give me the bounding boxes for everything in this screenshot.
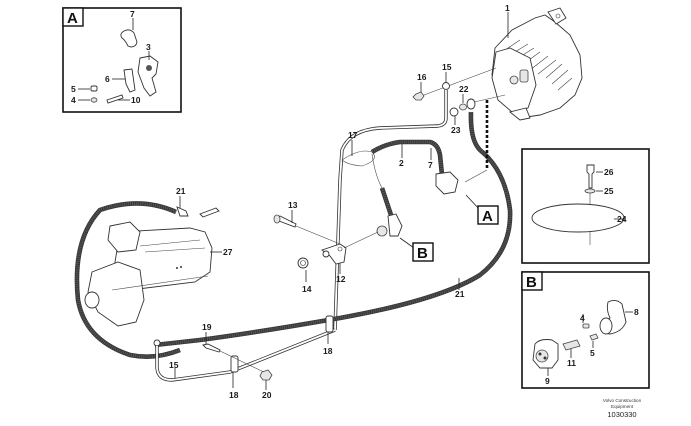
detail-b-panel: B 8 4 5 11 9 [521,271,650,389]
credit-company: Volvo Construction [603,398,642,403]
harness-cable-b [380,187,394,219]
braided-cable-21-starter [75,201,181,359]
callout-22: 22 [459,84,469,94]
callout-21-upper: 21 [176,186,186,196]
callout-13: 13 [288,200,298,210]
clamp-18-left [230,355,239,373]
callout-15-top: 15 [442,62,452,72]
cable-15-lower [156,329,336,381]
detail-b-frame [521,271,650,389]
callout-17: 17 [348,130,358,140]
sleeve-11 [562,339,581,351]
detail-plate-panel: 26 25 24 [521,148,650,264]
harness-cable-2 [371,140,444,176]
cable-tie-17 [341,150,375,167]
callout-23: 23 [451,125,461,135]
ref-box-a-label: A [482,208,493,225]
starter-solenoid [107,221,141,253]
elbow-boot-part [120,29,138,48]
washer-25 [584,188,596,194]
bolt-21 [199,207,220,218]
callout-20: 20 [262,390,272,400]
callout-4-b: 4 [580,313,585,323]
callout-18-left: 18 [229,390,239,400]
assembly-line [469,94,506,104]
starter-motor: 27 [84,221,233,327]
clamp-18-right [325,315,334,333]
callout-25: 25 [604,186,614,196]
detail-a-panel: A 7 3 6 5 4 10 [62,7,182,113]
nut-20 [259,369,273,381]
terminal-socket [376,225,388,237]
callout-10: 10 [131,95,141,105]
ring-terminal-15-lower [153,339,161,347]
callout-19: 19 [202,322,212,332]
callout-1: 1 [505,3,510,13]
callout-8: 8 [634,307,639,317]
alternator: 1 [491,3,583,121]
cover-plate-24 [531,203,625,233]
callout-5-b: 5 [590,348,595,358]
cap-23 [449,107,459,117]
callout-6: 6 [105,74,110,84]
callout-21-lower: 21 [455,289,465,299]
callout-11: 11 [567,358,576,368]
callout-26: 26 [604,167,614,177]
nut-part [90,97,98,103]
ref-box-a [477,205,499,225]
callout-12: 12 [336,274,346,284]
clip-5 [589,333,599,341]
screw-part [90,85,98,92]
clip-part [106,94,124,104]
bolt-26 [586,164,595,189]
callout-5: 5 [71,84,76,94]
callout-9: 9 [545,376,550,386]
nut-22 [459,103,467,111]
callout-7: 7 [130,9,135,19]
callout-27: 27 [223,247,233,257]
callout-2: 2 [399,158,404,168]
credit-division: Equipment [611,404,634,409]
braided-cable-21 [154,111,512,347]
detail-a-tag [62,7,84,27]
ref-box-b-label: B [417,245,428,262]
callout-15-lower: 15 [169,360,179,370]
insulator-part [123,68,136,93]
detail-b-label: B [526,274,537,291]
callout-16: 16 [417,72,427,82]
screw-4 [582,323,590,329]
detail-b-tag [521,271,543,291]
callout-4: 4 [71,95,76,105]
callout-14: 14 [302,284,312,294]
ring-terminal-21-starter [176,206,189,217]
connector-a [435,171,459,195]
callout-24: 24 [617,214,627,224]
callout-18-right: 18 [323,346,333,356]
ring-terminal-15 [442,82,450,90]
ref-box-b [412,242,434,262]
credit-block: Volvo Construction Equipment 1030330 [603,398,642,419]
document-number: 1030330 [607,410,636,419]
connector-b [387,213,403,237]
nut-16 [412,91,425,101]
bolt-19 [202,343,221,353]
ring-terminal-21 [466,98,476,110]
terminal-housing-part [137,55,159,97]
assembly-line [415,67,497,99]
callout-7-main: 7 [428,160,433,170]
callout-3: 3 [146,42,151,52]
detail-a-label: A [67,10,78,27]
